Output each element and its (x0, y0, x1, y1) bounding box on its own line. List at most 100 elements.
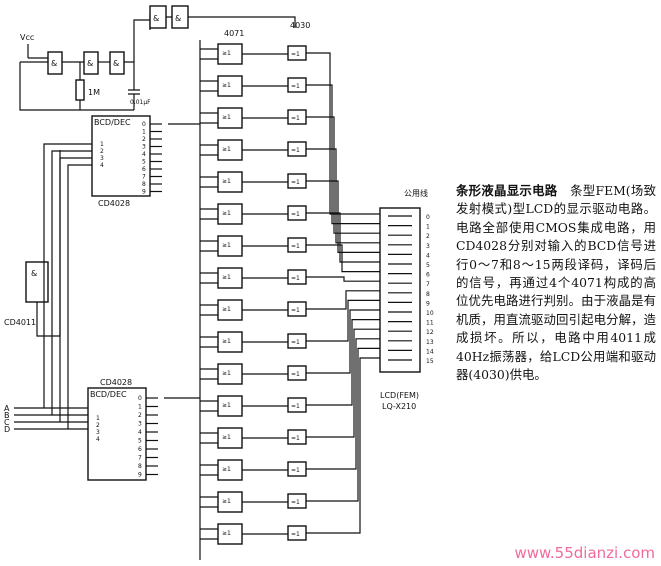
xor-gate-symbol: =1 (291, 467, 300, 474)
or-gate-wire (200, 112, 288, 124)
resistor-1m (75, 79, 85, 101)
caption-body: 条型FEM(场致发射模式)型LCD的显示驱动电路。电路全部使用CMOS集成电路，… (456, 183, 657, 383)
decoder-top-out-label: 9 (142, 189, 146, 196)
xor-gate-symbol: =1 (291, 115, 300, 122)
decoder-top-out-label: 0 (142, 121, 146, 128)
or-gate-symbol: ≥1 (222, 114, 231, 121)
xor-gate-symbol: =1 (291, 435, 300, 442)
xor-to-lcd-wire (306, 338, 380, 470)
decoder-top-out-label: 8 (142, 181, 146, 188)
or-gate-wire (200, 240, 288, 252)
or-gate-wire (200, 400, 288, 412)
decoder-bottom-out-label: 1 (138, 404, 142, 411)
lcd-model: LQ-X210 (382, 402, 416, 411)
decoder-top-out-label: 4 (142, 151, 146, 158)
xor-gate-symbol: =1 (291, 403, 300, 410)
input-label-b: B (4, 411, 10, 420)
or-gate-symbol: ≥1 (222, 146, 231, 153)
input-label-d: D (4, 425, 10, 434)
xor-gate-symbol: =1 (291, 531, 300, 538)
nand-gate-3-symbol: & (113, 59, 119, 68)
lcd-pin-label: 7 (426, 281, 430, 288)
decoder-bottom-chip-label: BCD/DEC (90, 390, 127, 399)
cd4011-symbol: & (31, 269, 37, 278)
or-gate-symbol: ≥1 (222, 50, 231, 57)
vcc-label: Vcc (20, 33, 34, 42)
or-gate-symbol: ≥1 (222, 82, 231, 89)
nand-gate-2-symbol: & (87, 59, 93, 68)
decoder-bottom-out-label: 7 (138, 455, 142, 462)
decoder-bottom-in-label: 3 (96, 429, 100, 436)
or-gate-symbol: ≥1 (222, 306, 231, 313)
decoder-bottom-out-label: 0 (138, 395, 142, 402)
capacitor-label: 0.01μF (130, 99, 151, 106)
or-gate-symbol: ≥1 (222, 370, 231, 377)
input-bus-wire (51, 150, 92, 415)
or-gate-wire (200, 528, 288, 540)
xor-gate-symbol: =1 (291, 307, 300, 314)
decoder-bottom-out-label: 6 (138, 446, 142, 453)
or-gate-symbol: ≥1 (222, 210, 231, 217)
or-gate-symbol: ≥1 (222, 434, 231, 441)
input-bus-wire (43, 143, 92, 408)
decoder-bottom-in-label: 4 (96, 436, 100, 443)
xor-gate-symbol: =1 (291, 371, 300, 378)
decoder-top-out-label: 6 (142, 166, 146, 173)
decoder-top-out-label: 3 (142, 144, 146, 151)
nand-gate-1 (47, 51, 63, 75)
nand-gate-5-symbol: & (175, 14, 181, 23)
caption-title: 条形液晶显示电路 (456, 183, 558, 198)
decoder-bottom-out-label: 3 (138, 421, 142, 428)
or-gate-wire (200, 144, 288, 156)
gate-array: ≥1 =1 ≥1 =1 ≥1 =1 ≥1 =1 ≥1 =1 ≥1 =1 ≥1 =1 ≥1 =1 ≥1 =1 ≥1 =1… (164, 40, 380, 560)
caption: 条形液晶显示电路 条型FEM(场致发射模式)型LCD的显示驱动电路。电路全部使用… (456, 182, 656, 384)
or-gate-wire (200, 496, 288, 508)
input-bus-wire (59, 157, 92, 422)
xor-to-lcd-wire (306, 84, 380, 225)
decoder-bottom-out-label: 8 (138, 463, 142, 470)
cd4011-gate (25, 261, 49, 303)
cd4011-wire (36, 150, 61, 337)
decoder-top-out-label: 5 (142, 159, 146, 166)
or-gate-symbol: ≥1 (222, 338, 231, 345)
or-gate-symbol: ≥1 (222, 242, 231, 249)
xor-gate-symbol: =1 (291, 275, 300, 282)
xor-to-lcd-wire (306, 212, 380, 263)
xor-gate-symbol: =1 (291, 339, 300, 346)
lcd-pin-label: 6 (426, 272, 430, 279)
nand-gate-2 (83, 51, 99, 75)
lcd-pin-label: 10 (426, 310, 434, 317)
xor-chip-label: 4030 (290, 21, 310, 30)
or-gate-wire (200, 464, 288, 476)
or-gate-wire (200, 368, 288, 380)
or-gate-wire (200, 48, 288, 60)
xor-to-lcd-wire (306, 357, 380, 534)
or-gate-wire (200, 176, 288, 188)
xor-to-lcd-wire (306, 276, 380, 282)
or-gate-symbol: ≥1 (222, 274, 231, 281)
xor-gate-symbol: =1 (291, 51, 300, 58)
or-gate-symbol: ≥1 (222, 530, 231, 537)
xor-to-lcd-wire (306, 244, 380, 273)
lcd-pin-label: 11 (426, 320, 434, 327)
decoder-top-out-label: 2 (142, 136, 146, 143)
nand-gate-3 (109, 51, 125, 75)
or-gate-wire (200, 336, 288, 348)
xor-to-lcd-wire (306, 52, 380, 215)
lcd-pin-label: 1 (426, 224, 430, 231)
or-gate-wire (200, 432, 288, 444)
lcd-pin-label: 13 (426, 339, 434, 346)
xor-to-lcd-wire (306, 148, 380, 244)
or-gate-wire (200, 304, 288, 316)
lcd-pin-label: 2 (426, 233, 430, 240)
xor-gate-symbol: =1 (291, 243, 300, 250)
xor-gate-symbol: =1 (291, 83, 300, 90)
xor-gate-symbol: =1 (291, 147, 300, 154)
or-gate-wire (200, 208, 288, 220)
cd4011-label: CD4011 (4, 318, 36, 327)
